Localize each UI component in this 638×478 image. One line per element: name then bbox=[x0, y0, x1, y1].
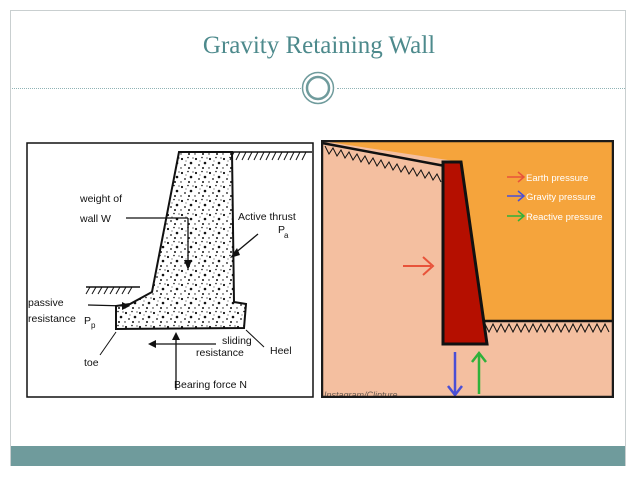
reactive-pressure-arrow bbox=[471, 350, 487, 394]
legend-label-earth: Earth pressure bbox=[526, 173, 588, 184]
weight-label-line1: weight of bbox=[79, 193, 122, 205]
legend-label-gravity: Gravity pressure bbox=[526, 192, 596, 203]
passive-label-line2: resistance bbox=[28, 313, 76, 325]
slide-title: Gravity Retaining Wall bbox=[202, 32, 436, 59]
legend-gravity-pressure: Gravity pressure bbox=[507, 190, 596, 203]
earth-pressure-arrow bbox=[403, 256, 435, 276]
wall-pressure-diagram: Earth pressure Gravity pressure Reactive… bbox=[321, 140, 614, 398]
legend-reactive-pressure: Reactive pressure bbox=[507, 210, 603, 223]
active-thrust-arrow bbox=[230, 233, 259, 258]
divider-left bbox=[12, 88, 301, 89]
toe-ground-hatch bbox=[85, 286, 140, 295]
passive-symbol: P bbox=[84, 315, 91, 327]
bearing-force-arrow bbox=[172, 332, 180, 390]
active-thrust-subscript: a bbox=[284, 231, 289, 240]
weight-label-line2: wall W bbox=[79, 213, 111, 225]
sliding-label-line1: sliding bbox=[222, 335, 252, 347]
slope-surface bbox=[321, 141, 446, 168]
gravity-pressure-arrow bbox=[447, 352, 463, 398]
footer-bar bbox=[11, 446, 625, 466]
heel-label: Heel bbox=[270, 345, 292, 357]
sliding-label-line2: resistance bbox=[196, 347, 244, 359]
passive-subscript: p bbox=[91, 321, 96, 330]
weight-arrow bbox=[126, 217, 192, 270]
toe-label: toe bbox=[84, 357, 99, 369]
watermark-text: Instagram/Clipture bbox=[324, 390, 398, 398]
bearing-label: Bearing force N bbox=[174, 379, 247, 391]
backfill-ground-hatch bbox=[229, 151, 312, 161]
toe-pointer bbox=[99, 331, 117, 356]
active-thrust-label: Active thrust bbox=[238, 211, 296, 223]
legend-earth-pressure: Earth pressure bbox=[507, 171, 588, 184]
circle-ornament-icon bbox=[301, 71, 335, 105]
gravity-wall-force-diagram: weight of wall W Active thrust P a passi… bbox=[26, 142, 314, 398]
divider-right bbox=[337, 88, 625, 89]
right-panel-border bbox=[321, 140, 614, 398]
active-thrust-symbol: P bbox=[278, 224, 285, 236]
backfill-region bbox=[322, 141, 613, 321]
passive-label-line1: passive bbox=[28, 297, 64, 309]
retaining-wall bbox=[441, 160, 489, 346]
legend-label-reactive: Reactive pressure bbox=[526, 212, 603, 223]
legend: Earth pressure Gravity pressure Reactive… bbox=[507, 171, 603, 223]
slope-zigzag bbox=[324, 145, 442, 183]
ground-zigzag bbox=[484, 322, 610, 334]
concrete-wall bbox=[115, 151, 248, 331]
heel-pointer bbox=[245, 329, 265, 348]
sliding-resistance-arrow bbox=[148, 340, 216, 348]
passive-resistance-arrow bbox=[87, 302, 130, 310]
